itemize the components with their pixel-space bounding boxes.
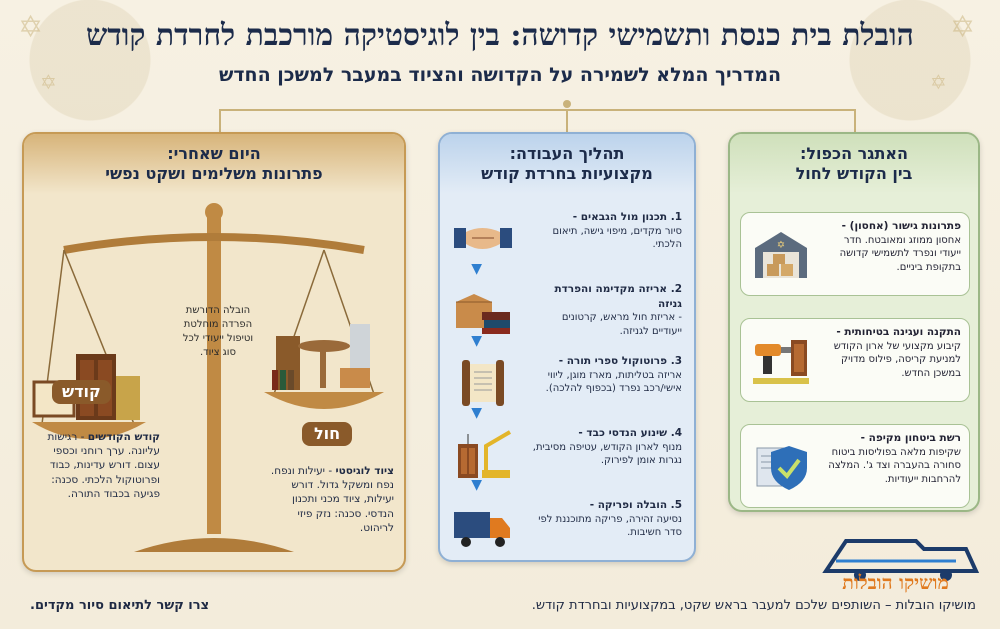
company-logo-text: מושיקו הובלות xyxy=(842,572,949,594)
kodesh-label: קודש xyxy=(52,380,111,404)
step-torah-protocol: 3. פרוטוקול ספרי תורה -אריזה בטליתות, מא… xyxy=(448,352,686,418)
arrow-down-icon: ▼ xyxy=(471,261,482,277)
star-of-david-icon: ✡ xyxy=(930,70,947,94)
warehouse-icon: ✡ xyxy=(755,232,807,278)
footer-tagline: מושיקו הובלות – השותפים שלכם למעבר בראש … xyxy=(531,598,976,613)
arrow-down-icon: ▼ xyxy=(471,333,482,349)
after-day-panel: היום שאחרי: פתרונות משלימים ושקט נפשי קו… xyxy=(22,132,406,572)
process-panel-header: תהליך העבודה: מקצועיות בחרדת קודש xyxy=(440,134,694,194)
challenge-panel-header: האתגר הכפול: בין הקודש לחול xyxy=(730,134,978,194)
step-delivery: 5. הובלה ופריקה -נסיעה זהירה, פריקה מתוכ… xyxy=(448,496,686,560)
drill-icon xyxy=(753,340,809,384)
torah-scroll-icon xyxy=(462,360,504,406)
chol-label: חול xyxy=(302,422,353,446)
truck-icon xyxy=(454,512,510,547)
star-of-david-icon: ✡ xyxy=(18,10,44,45)
page-title: הובלת בית כנסת ותשמישי קדושה: בין לוגיסט… xyxy=(86,18,914,53)
installation-card: התקנה ועגינה בטיחותית -קיבוע מקצועי של א… xyxy=(740,318,970,402)
star-of-david-icon: ✡ xyxy=(950,10,976,45)
step-packing: 2. אריזה מקדימה והפרדת גניזה- אריזת חול … xyxy=(448,280,686,346)
company-logo-truck-icon xyxy=(822,539,980,581)
process-panel: תהליך העבודה: מקצועיות בחרדת קודש 1. תכנ… xyxy=(438,132,696,562)
step-heavy-transport: 4. שינוע הנדסי כבד -מנוף לארון הקודש, עט… xyxy=(448,424,686,490)
separation-note: הובלה הדורשת הפרדה מוחלטת וטיפול ייעודי … xyxy=(182,305,254,358)
page-subtitle: המדריך המלא לשמירה על הקדושה והציוד במעב… xyxy=(218,64,781,86)
storage-card: פתרונות גישור (אחסון) -אחסון ממוזג ומאוב… xyxy=(740,212,970,296)
svg-text:✡: ✡ xyxy=(777,240,785,251)
arrow-down-icon: ▼ xyxy=(471,477,482,493)
balance-scale-illustration xyxy=(32,203,384,552)
panel-connector xyxy=(219,100,856,132)
challenge-panel: האתגר הכפול: בין הקודש לחול פתרונות גישו… xyxy=(728,132,980,512)
shield-check-icon xyxy=(756,446,807,490)
boxes-icon xyxy=(456,294,510,334)
after-day-panel-header: היום שאחרי: פתרונות משלימים ושקט נפשי xyxy=(24,134,404,194)
insurance-card: רשת ביטחון מקיפה -שקיפות מלאה בפוליסות ב… xyxy=(740,424,970,508)
star-of-david-icon: ✡ xyxy=(40,70,57,94)
step-planning: 1. תכנון מול הגבאים -סיור מקדים, מיפוי ג… xyxy=(448,208,686,274)
chol-description: ציוד לוגיסטי - יעילות ונפח. נפח ומשקל גד… xyxy=(270,465,394,534)
handshake-icon xyxy=(454,228,512,249)
footer-contact-cta[interactable]: צרו קשר לתיאום סיור מקדים. xyxy=(30,598,210,613)
kodesh-description: קודש הקודשים - רגישות עליונה. ערך רוחני … xyxy=(47,431,161,500)
crane-icon xyxy=(458,430,512,478)
arrow-down-icon: ▼ xyxy=(471,405,482,421)
